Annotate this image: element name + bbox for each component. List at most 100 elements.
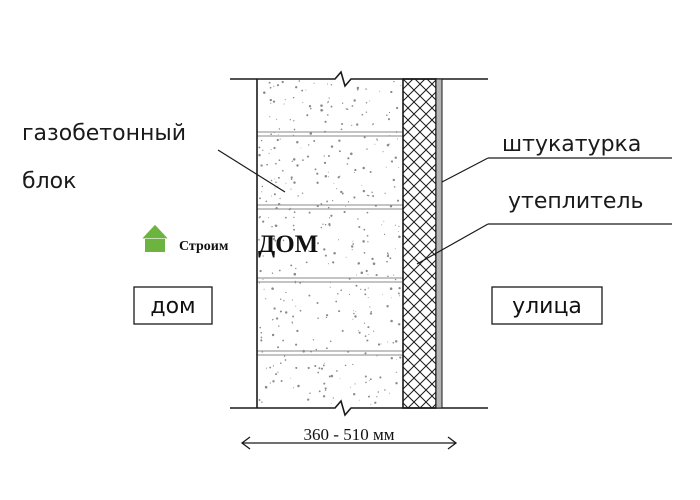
concrete-speckle-dot: [278, 325, 280, 327]
concrete-speckle-dot: [294, 282, 296, 284]
concrete-speckle-dot: [329, 286, 331, 288]
concrete-speckle-dot: [396, 138, 398, 140]
concrete-speckle-dot: [398, 235, 401, 239]
gas-block-label-line2: блок: [22, 169, 76, 194]
concrete-speckle-dot: [324, 387, 327, 390]
concrete-speckle-dot: [275, 317, 279, 320]
concrete-speckle-dot: [282, 339, 285, 342]
concrete-speckle-dot: [279, 138, 281, 140]
concrete-speckle-dot: [332, 200, 334, 202]
concrete-speckle-dot: [353, 310, 354, 312]
concrete-speckle-dot: [272, 237, 276, 241]
concrete-speckle-dot: [364, 293, 367, 296]
concrete-speckle-dot: [271, 272, 274, 274]
concrete-speckle-dot: [365, 88, 367, 90]
concrete-speckle-dot: [290, 377, 292, 379]
inside-label: дом: [150, 294, 195, 319]
concrete-speckle-dot: [268, 152, 270, 154]
concrete-speckle-dot: [274, 178, 276, 180]
concrete-speckle-dot: [379, 376, 382, 379]
concrete-speckle-dot: [327, 102, 329, 104]
concrete-speckle-dot: [354, 383, 356, 385]
gas-block-label-line1: газобетонный: [22, 121, 186, 146]
concrete-speckle-dot: [369, 100, 371, 102]
concrete-speckle-dot: [322, 364, 325, 367]
concrete-speckle-dot: [356, 274, 357, 276]
watermark-big-text: ДОМ: [258, 231, 318, 258]
concrete-speckle-dot: [329, 340, 332, 343]
concrete-speckle-dot: [261, 191, 263, 193]
concrete-speckle-dot: [332, 261, 335, 264]
dimension-label: 360 - 510 мм: [304, 425, 395, 444]
concrete-speckle-dot: [271, 249, 273, 252]
concrete-speckle-dot: [293, 120, 295, 122]
concrete-speckle-dot: [320, 226, 323, 229]
concrete-speckle-dot: [322, 395, 326, 398]
concrete-speckle-dot: [324, 223, 327, 226]
concrete-speckle-dot: [265, 200, 268, 203]
concrete-speckle-dot: [290, 176, 293, 179]
concrete-speckle-dot: [386, 144, 390, 147]
concrete-speckle-dot: [308, 250, 310, 252]
concrete-speckle-dot: [357, 262, 360, 265]
concrete-speckle-dot: [364, 335, 367, 337]
concrete-speckle-dot: [297, 384, 300, 388]
concrete-speckle-dot: [344, 364, 347, 367]
concrete-speckle-dot: [292, 315, 295, 318]
gas-block-leader-line: [217, 149, 286, 193]
concrete-speckle-dot: [259, 326, 262, 329]
concrete-speckle-dot: [269, 86, 272, 89]
concrete-speckle-dot: [273, 193, 276, 196]
concrete-speckle-dot: [351, 245, 354, 248]
concrete-speckle-dot: [389, 392, 391, 394]
concrete-speckle-dot: [363, 322, 366, 324]
insulation-layer: [402, 78, 437, 409]
concrete-speckle-dot: [277, 371, 279, 373]
concrete-speckle-dot: [276, 118, 278, 120]
concrete-speckle-dot: [353, 99, 356, 102]
concrete-speckle-dot: [339, 175, 341, 177]
concrete-speckle-dot: [333, 251, 336, 255]
concrete-speckle-dot: [367, 287, 369, 289]
concrete-speckle-dot: [365, 269, 368, 273]
concrete-speckle-dot: [345, 108, 348, 110]
concrete-speckle-dot: [314, 168, 317, 171]
concrete-speckle-dot: [358, 330, 359, 332]
concrete-speckle-dot: [336, 188, 338, 190]
concrete-speckle-dot: [279, 298, 282, 300]
concrete-speckle-dot: [261, 185, 264, 188]
concrete-speckle-dot: [310, 107, 312, 110]
concrete-speckle-dot: [301, 89, 304, 92]
concrete-speckle-dot: [335, 300, 338, 303]
concrete-speckle-dot: [343, 210, 346, 214]
concrete-speckle-dot: [318, 367, 321, 370]
concrete-speckle-dot: [393, 274, 395, 276]
concrete-speckle-dot: [338, 310, 341, 313]
insulation-leader-line: [416, 223, 489, 265]
concrete-speckle-dot: [308, 144, 310, 146]
concrete-speckle-dot: [275, 373, 278, 376]
concrete-speckle-dot: [330, 402, 332, 404]
concrete-speckle-dot: [328, 375, 331, 378]
concrete-speckle-dot: [316, 242, 320, 245]
concrete-speckle-dot: [345, 205, 347, 207]
concrete-speckle-dot: [292, 96, 295, 99]
concrete-speckle-dot: [258, 217, 260, 219]
concrete-speckle-dot: [283, 300, 285, 302]
concrete-speckle-dot: [270, 102, 272, 104]
concrete-speckle-dot: [296, 329, 299, 333]
concrete-speckle-dot: [301, 192, 304, 194]
concrete-speckle-dot: [308, 211, 311, 214]
concrete-speckle-dot: [386, 305, 389, 308]
concrete-speckle-dot: [333, 183, 335, 185]
concrete-speckle-dot: [381, 293, 383, 295]
concrete-speckle-dot: [372, 195, 375, 197]
concrete-speckle-dot: [363, 252, 366, 254]
concrete-speckle-dot: [278, 159, 281, 162]
concrete-speckle-dot: [306, 114, 309, 117]
concrete-speckle-dot: [302, 102, 304, 103]
concrete-speckle-dot: [280, 362, 282, 364]
concrete-speckle-dot: [330, 374, 334, 378]
concrete-speckle-dot: [345, 256, 347, 258]
concrete-speckle-dot: [353, 171, 355, 174]
